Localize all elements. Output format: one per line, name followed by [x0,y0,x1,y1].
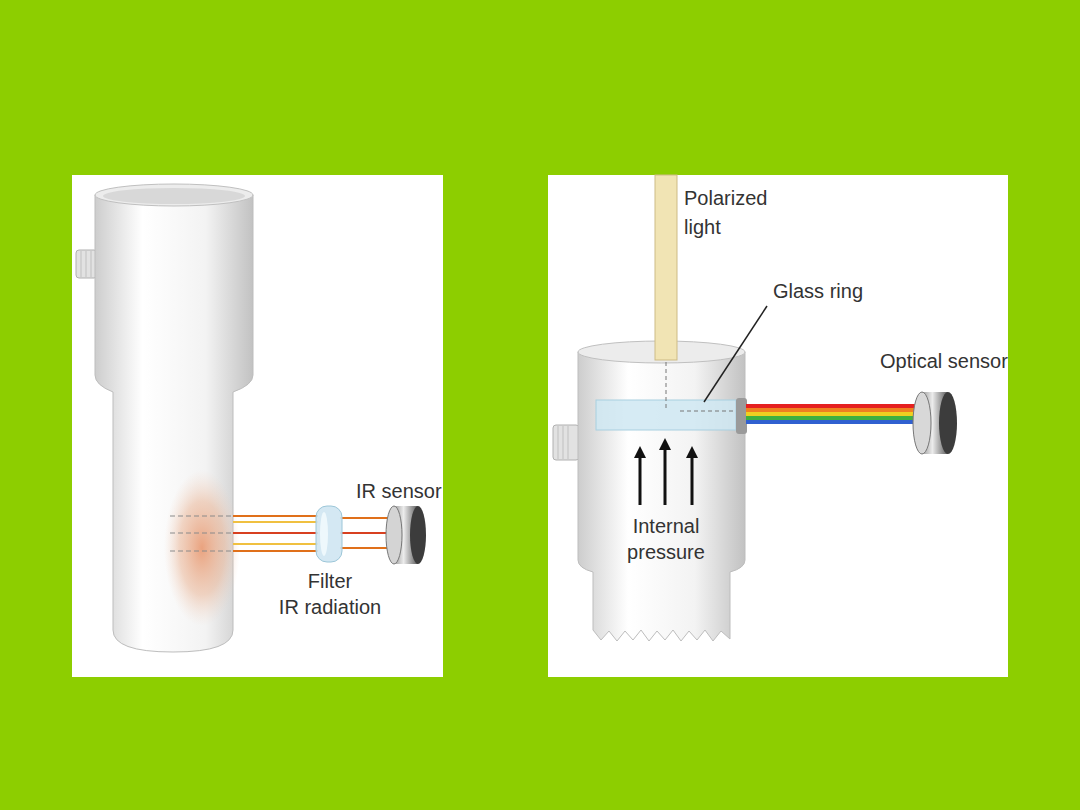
dashed-line [170,551,232,552]
tube-nozzle [76,250,97,278]
heat-glow [164,470,240,626]
dashed-line [680,411,734,412]
ir-filter [316,506,342,562]
sensor-back [410,506,426,564]
ir-ray [233,550,318,552]
dashed-line [170,516,232,517]
ir-ray [233,515,318,517]
sample-tube [95,195,253,652]
part-label: Filter [280,568,380,595]
nozzle-ridge [563,426,564,459]
tube-nozzle [553,425,579,460]
leader-line [704,306,767,402]
ir-ray [340,547,394,549]
pressure-arrow [639,452,642,505]
filter-highlight [320,512,328,556]
spectrum-ray [746,412,922,416]
left-panel [72,175,443,677]
sensor-back [939,392,957,454]
nozzle-ridge [558,426,559,459]
pressure-arrow [664,444,667,505]
ir-ray [233,521,318,523]
tube-top [95,184,253,206]
ir-ray [233,543,318,545]
window-opening [736,398,747,434]
spectrum-ray [746,416,922,420]
nozzle-ridge [91,251,92,277]
part-label: Polarized light [684,184,784,242]
part-label: Internal pressure [611,513,721,565]
right-panel [548,175,1008,677]
part-label: Optical sensor [880,348,1008,375]
ir-ray [340,517,394,519]
spectrum-ray [746,420,922,424]
part-label: IR sensor [356,478,442,505]
nozzle-ridge [568,426,569,459]
nozzle-ridge [86,251,87,277]
part-label: IR radiation [270,594,390,621]
sensor-face [913,392,931,454]
nozzle-ridge [81,251,82,277]
ir-ray [233,532,318,534]
spectrum-ray [746,408,922,412]
part-label: Glass ring [773,278,863,305]
vessel-body [578,352,745,641]
light-beam [655,175,677,360]
dashed-line [170,533,232,534]
pressure-arrow [691,452,694,505]
tube-opening [103,188,245,204]
sensor-face [386,506,402,564]
spectrum-ray [746,404,922,408]
dashed-line [666,362,667,410]
